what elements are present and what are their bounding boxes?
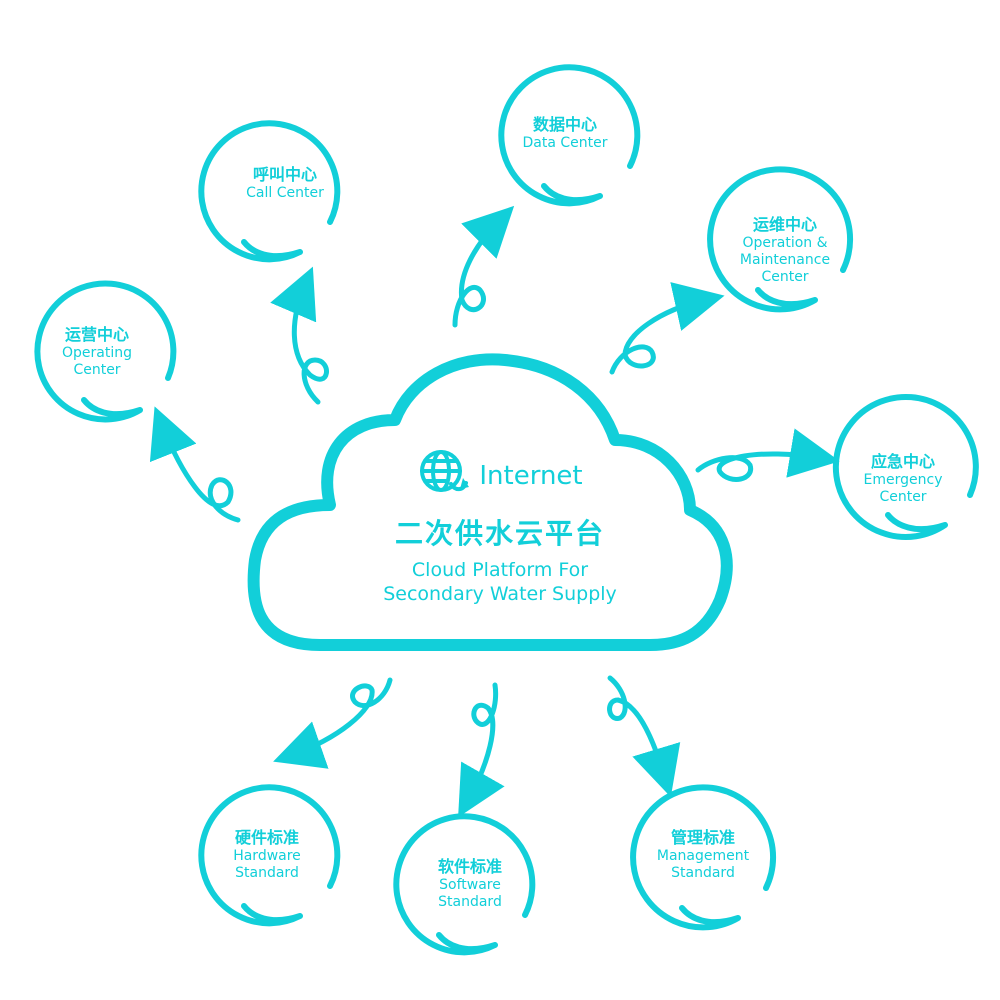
connector-data-center [452,205,515,328]
node-ring-data-center [498,64,641,207]
cloud-shape [247,353,733,651]
connector-software-standard [458,682,505,818]
node-title-cn: 呼叫中心 [252,165,317,184]
node-title-en: Data Center [522,135,608,151]
node-ring-emergency-center [832,393,979,540]
node-call-center: 呼叫中心 Call Center [210,165,360,202]
internet-row: Internet [300,450,700,502]
connector-operating-center [149,406,241,523]
node-title-en: Call Center [246,185,324,201]
node-emergency-center: 应急中心 Emergency Center [828,452,978,506]
node-hardware-standard: 硬件标准 Hardware Standard [192,828,342,882]
platform-title-en: Cloud Platform For Secondary Water Suppl… [383,559,617,605]
node-title-cn: 硬件标准 [234,828,299,847]
node-software-standard: 软件标准 Software Standard [395,857,545,911]
connector-operation-maintenance-center [609,282,725,375]
cloud-label-group: Internet 二次供水云平台 Cloud Platform For Seco… [300,450,700,606]
node-ring-software-standard [393,813,536,956]
node-title-cn: 运维中心 [752,215,817,234]
node-title-en: Emergency Center [863,472,943,505]
node-title-en: Management Standard [656,848,750,881]
node-title-en: Hardware Standard [233,848,301,881]
node-ring-operation-maintenance-center [707,166,854,313]
node-title-cn: 管理标准 [670,828,735,847]
node-title-cn: 软件标准 [437,857,502,876]
node-management-standard: 管理标准 Management Standard [628,828,778,882]
node-title-cn: 应急中心 [870,452,935,471]
connector-emergency-center [695,428,840,482]
node-ring-operating-center [34,280,177,423]
connector-hardware-standard [273,677,393,769]
node-ring-management-standard [630,784,777,931]
platform-title-cn: 二次供水云平台 [394,517,605,550]
node-title-cn: 运营中心 [64,325,129,344]
node-title-en: Software Standard [438,877,502,910]
node-title-en: Operation & Maintenance Center [739,235,831,285]
node-ring-call-center [198,120,341,263]
connector-management-standard [607,675,681,798]
connector-call-center [270,266,329,405]
internet-label: Internet [479,461,583,491]
node-title-en: Operating Center [62,345,132,378]
node-ring-hardware-standard [198,784,341,927]
node-operating-center: 运营中心 Operating Center [22,325,172,379]
globe-refresh-icon [417,447,471,505]
node-data-center: 数据中心 Data Center [490,115,640,152]
node-operation-maintenance-center: 运维中心 Operation & Maintenance Center [710,215,860,286]
node-title-cn: 数据中心 [532,115,597,134]
